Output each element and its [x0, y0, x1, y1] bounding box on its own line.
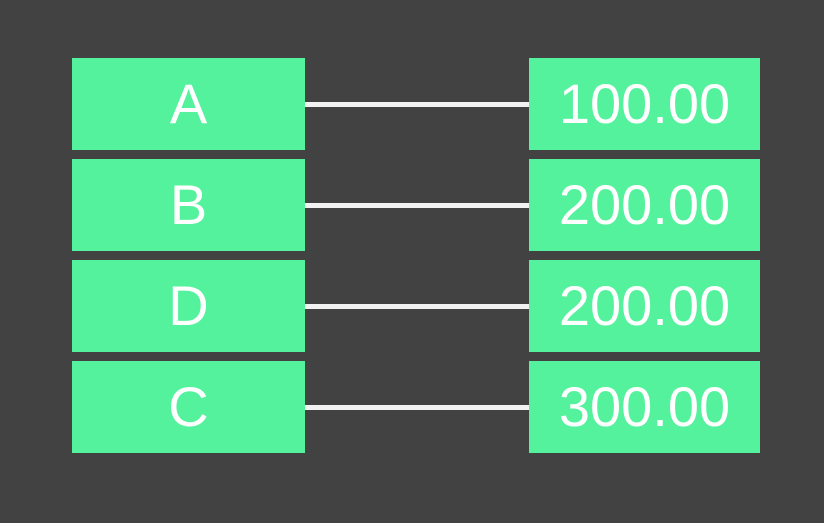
- connector-line: [305, 303, 529, 309]
- key-label: B: [169, 173, 208, 236]
- connector-line: [305, 101, 529, 107]
- key-label: C: [168, 375, 209, 438]
- key-node: C: [72, 361, 305, 453]
- value-label: 200.00: [558, 173, 731, 236]
- key-node: B: [72, 159, 305, 251]
- connector-line: [305, 404, 529, 410]
- mapping-row: C 300.00: [72, 361, 824, 453]
- key-node: D: [72, 260, 305, 352]
- value-label: 200.00: [558, 274, 731, 337]
- value-node: 200.00: [529, 260, 760, 352]
- value-node: 300.00: [529, 361, 760, 453]
- mapping-row: A 100.00: [72, 58, 824, 150]
- key-label: A: [169, 72, 208, 135]
- key-label: D: [168, 274, 209, 337]
- key-node: A: [72, 58, 305, 150]
- mapping-row: D 200.00: [72, 260, 824, 352]
- mapping-row: B 200.00: [72, 159, 824, 251]
- value-label: 300.00: [558, 375, 731, 438]
- value-label: 100.00: [558, 72, 731, 135]
- value-node: 200.00: [529, 159, 760, 251]
- value-node: 100.00: [529, 58, 760, 150]
- connector-line: [305, 202, 529, 208]
